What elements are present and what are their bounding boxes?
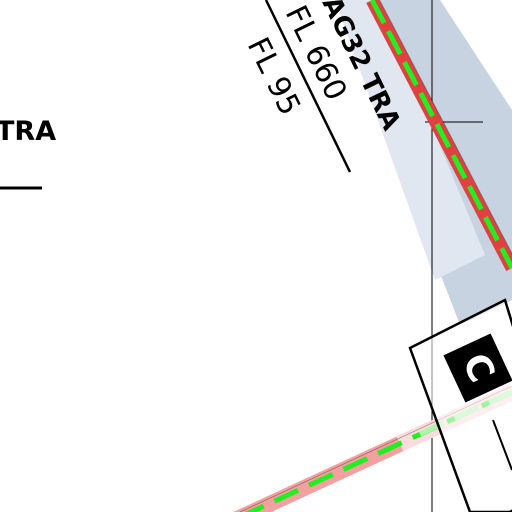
airspace-box-inner-edge bbox=[492, 419, 512, 471]
tra-band-inner bbox=[335, 0, 485, 280]
airspace-box bbox=[408, 298, 512, 512]
route-line-diagonal bbox=[369, 0, 512, 270]
left-area-label: TRA bbox=[0, 116, 56, 147]
route-line-diagonal-edge bbox=[379, 0, 512, 255]
fl-leader-line bbox=[264, 0, 352, 173]
black-square-letter-icon: C bbox=[443, 333, 512, 403]
